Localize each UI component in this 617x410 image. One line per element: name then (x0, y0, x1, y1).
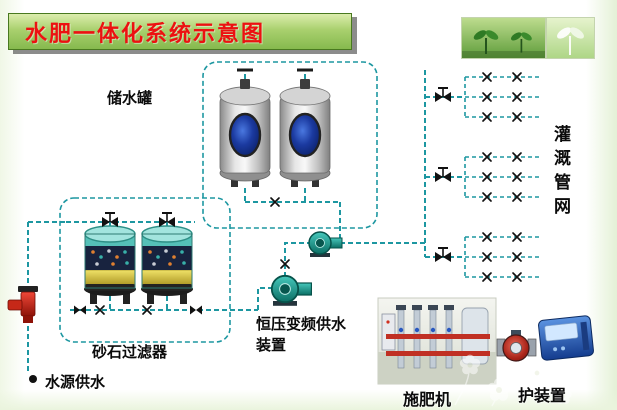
title-banner: 水肥一体化系统示意图 (8, 13, 352, 50)
leaf-image (547, 18, 594, 58)
pressure-pump-label-line2: 装置 (256, 336, 287, 354)
pipe-valve-photo (496, 330, 537, 362)
sand-filter-label: 砂石过滤器 (92, 343, 168, 361)
watermark-flowers (454, 354, 572, 407)
seedling-image (462, 18, 545, 58)
pressure-pump-label: 恒压变频供水 装置 (256, 313, 346, 355)
sprout-icon (473, 30, 499, 55)
storage-tanks (218, 77, 332, 207)
water-source-label: 水源供水 (45, 373, 106, 391)
irrigation-network-label: 灌溉管网 (550, 125, 570, 221)
sand-filter-group-box (59, 197, 231, 343)
white-leaf-icon (557, 27, 584, 55)
fertilizer-machine-label: 施肥机 (403, 390, 452, 409)
protection-device-label: 护装置 (518, 386, 567, 405)
page-title: 水肥一体化系统示意图 (25, 21, 266, 47)
irrigation-network (424, 70, 542, 282)
flow-meter-photo (538, 315, 594, 361)
storage-tank-label: 储水罐 (107, 89, 153, 107)
photo-seedlings (461, 17, 546, 59)
storage-tank-group-box (202, 61, 378, 229)
label-bullet-dot (29, 375, 37, 383)
pressure-pump-label-line1: 恒压变频供水 (256, 315, 347, 333)
pressure-pump-unit (270, 231, 343, 307)
sprout-icon (510, 32, 532, 53)
photo-leaf (546, 17, 595, 59)
sand-filters (74, 212, 202, 315)
fertilizer-machine-photo (377, 297, 497, 385)
source-pump-icon (7, 286, 38, 383)
